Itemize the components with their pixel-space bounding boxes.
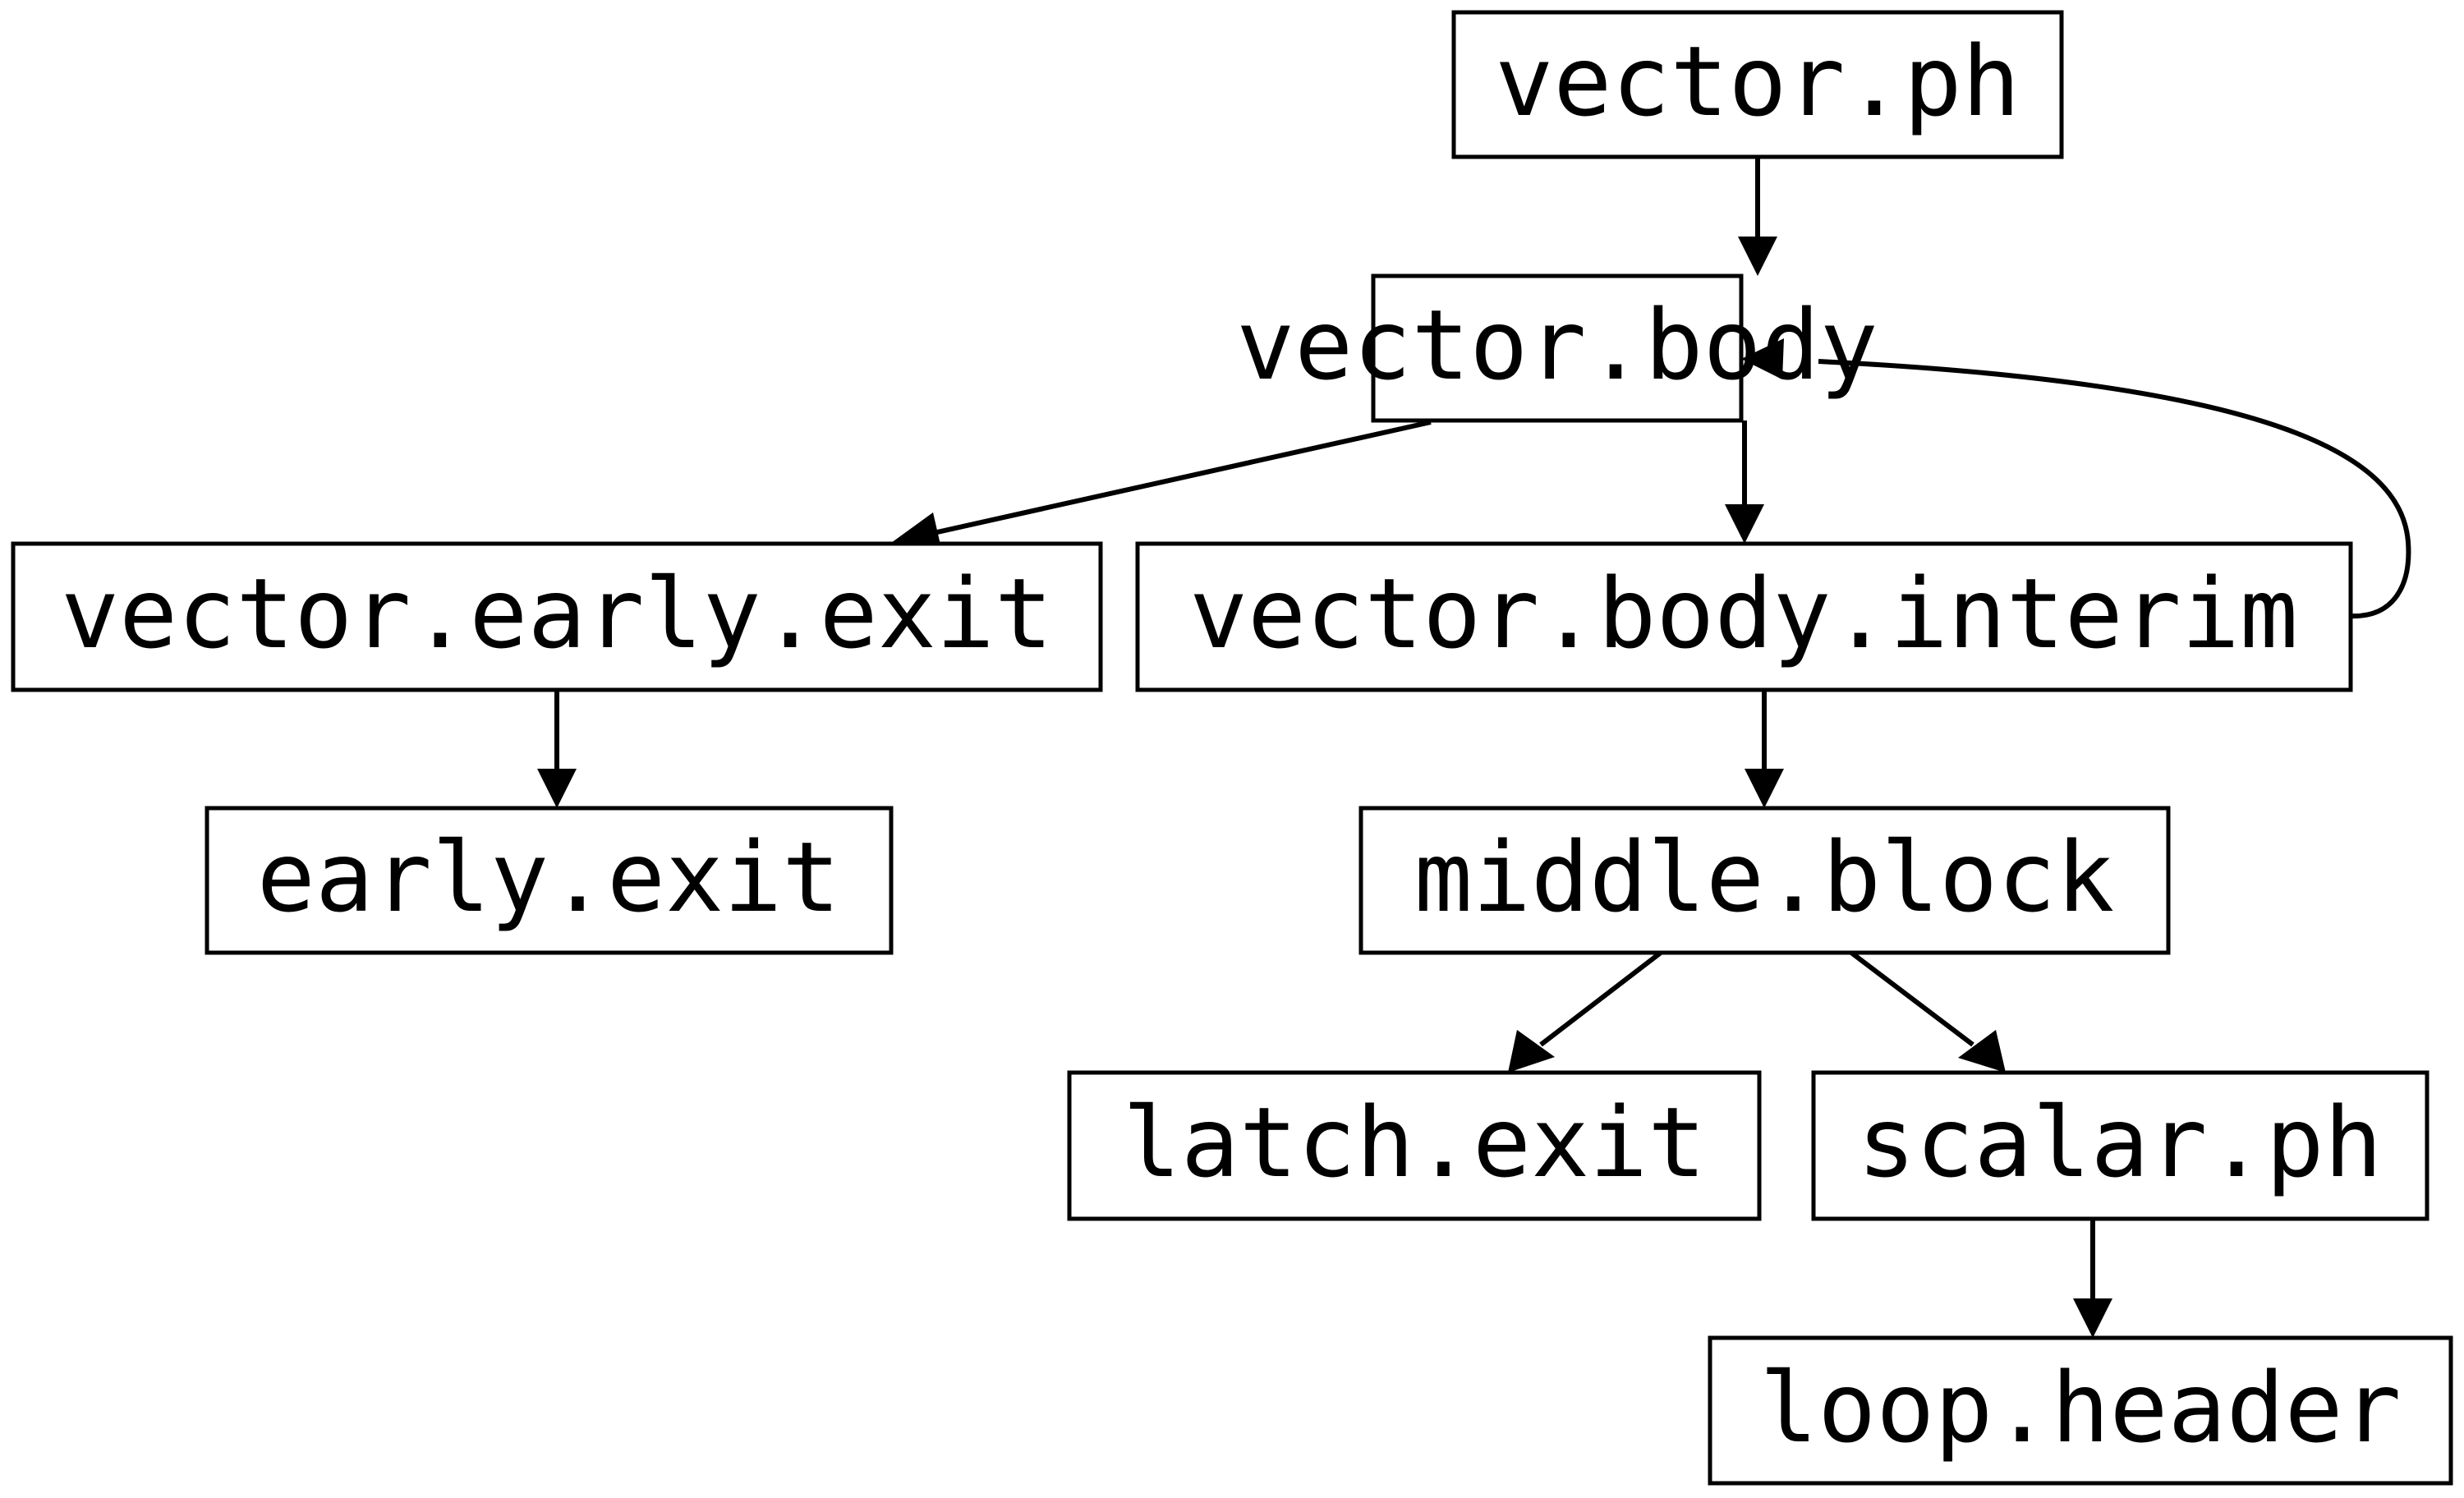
- node-loop-header-label: loop.header: [1759, 1351, 2401, 1464]
- node-scalar-ph-box[interactable]: [1811, 1070, 2430, 1221]
- node-middle-block[interactable]: middle.block: [1358, 806, 2171, 955]
- node-vector-body-interim-box[interactable]: [1135, 541, 2353, 692]
- node-latch-exit-label: latch.exit: [1123, 1086, 1706, 1199]
- edge-vector-early-exit-to-early-exit: [537, 690, 577, 808]
- node-vector-body-interim-label: vector.body.interim: [1189, 557, 2298, 670]
- node-middle-block-box[interactable]: [1358, 806, 2171, 955]
- node-vector-body-box[interactable]: [1371, 273, 1744, 423]
- node-latch-exit[interactable]: latch.exit: [1067, 1070, 1762, 1221]
- edge-middle-block-to-latch-exit: [1508, 950, 1662, 1073]
- node-vector-body-interim[interactable]: vector.body.interim: [1135, 541, 2353, 692]
- node-latch-exit-box[interactable]: [1067, 1070, 1762, 1221]
- node-early-exit-box[interactable]: [205, 806, 894, 955]
- node-vector-body-label: vector.body: [1236, 288, 1878, 402]
- edge-vector-body-to-vector-early-exit: [891, 420, 1432, 552]
- edge-vector-body-to-vector-body-interim: [1725, 420, 1764, 544]
- node-vector-early-exit[interactable]: vector.early.exit: [11, 541, 1103, 692]
- node-scalar-ph[interactable]: scalar.ph: [1811, 1070, 2430, 1221]
- edge-vector-body-interim-to-vector-body-backedge: [1741, 338, 2411, 619]
- node-vector-ph-box[interactable]: [1451, 10, 2064, 159]
- node-vector-ph-label: vector.ph: [1495, 25, 2020, 138]
- node-early-exit-label: early.exit: [257, 820, 840, 934]
- edge-vector-body-interim-to-middle-block: [1745, 690, 1784, 808]
- edge-scalar-ph-to-loop-header: [2073, 1219, 2112, 1338]
- edge-vector-ph-to-vector-body: [1738, 157, 1777, 276]
- node-vector-early-exit-label: vector.early.exit: [61, 557, 1053, 670]
- node-middle-block-label: middle.block: [1414, 820, 2115, 934]
- node-scalar-ph-label: scalar.ph: [1857, 1086, 2382, 1199]
- node-vector-body[interactable]: vector.body: [1236, 273, 1878, 423]
- node-vector-ph[interactable]: vector.ph: [1451, 10, 2064, 159]
- node-loop-header-box[interactable]: [1708, 1335, 2453, 1486]
- node-vector-early-exit-box[interactable]: [11, 541, 1103, 692]
- node-loop-header[interactable]: loop.header: [1708, 1335, 2453, 1486]
- edge-middle-block-to-scalar-ph: [1850, 950, 2006, 1073]
- node-early-exit[interactable]: early.exit: [205, 806, 894, 955]
